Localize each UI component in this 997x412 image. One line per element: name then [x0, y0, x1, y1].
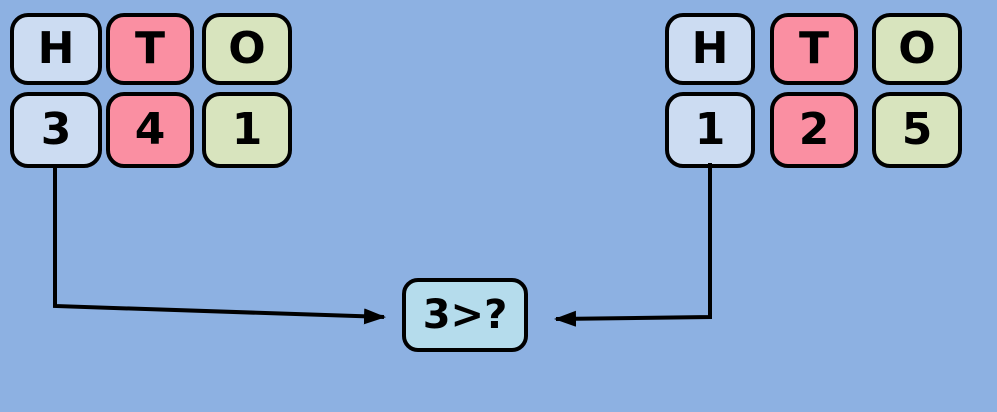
- right-hundreds-digit: 1: [694, 104, 726, 155]
- left-ones-header-cell: O: [202, 13, 292, 85]
- right-ones-digit: 5: [901, 104, 933, 155]
- right-ones-header-label: O: [898, 23, 936, 74]
- right-tens-header-label: T: [798, 23, 829, 74]
- left-ones-digit: 1: [231, 104, 263, 155]
- left-tens-digit-cell: 4: [106, 92, 194, 168]
- left-hundreds-header-label: H: [37, 23, 75, 74]
- right-ones-header-cell: O: [872, 13, 962, 85]
- right-ones-digit-cell: 5: [872, 92, 962, 168]
- left-hundreds-header-cell: H: [10, 13, 102, 85]
- right-hundreds-header-label: H: [691, 23, 729, 74]
- left-hundreds-digit-cell: 3: [10, 92, 102, 168]
- comparison-label: 3>?: [422, 292, 508, 338]
- right-tens-digit-cell: 2: [770, 92, 858, 168]
- right-hundreds-header-cell: H: [665, 13, 755, 85]
- left-ones-digit-cell: 1: [202, 92, 292, 168]
- left-ones-header-label: O: [228, 23, 266, 74]
- right-hundreds-digit-cell: 1: [665, 92, 755, 168]
- right-tens-header-cell: T: [770, 13, 858, 85]
- left-tens-header-label: T: [134, 23, 165, 74]
- right-arrow: [554, 163, 712, 327]
- left-tens-header-cell: T: [106, 13, 194, 85]
- left-tens-digit: 4: [134, 104, 166, 155]
- comparison-box: 3>?: [402, 278, 528, 352]
- right-tens-digit: 2: [798, 104, 830, 155]
- left-hundreds-digit: 3: [40, 104, 72, 155]
- left-arrow: [53, 168, 386, 325]
